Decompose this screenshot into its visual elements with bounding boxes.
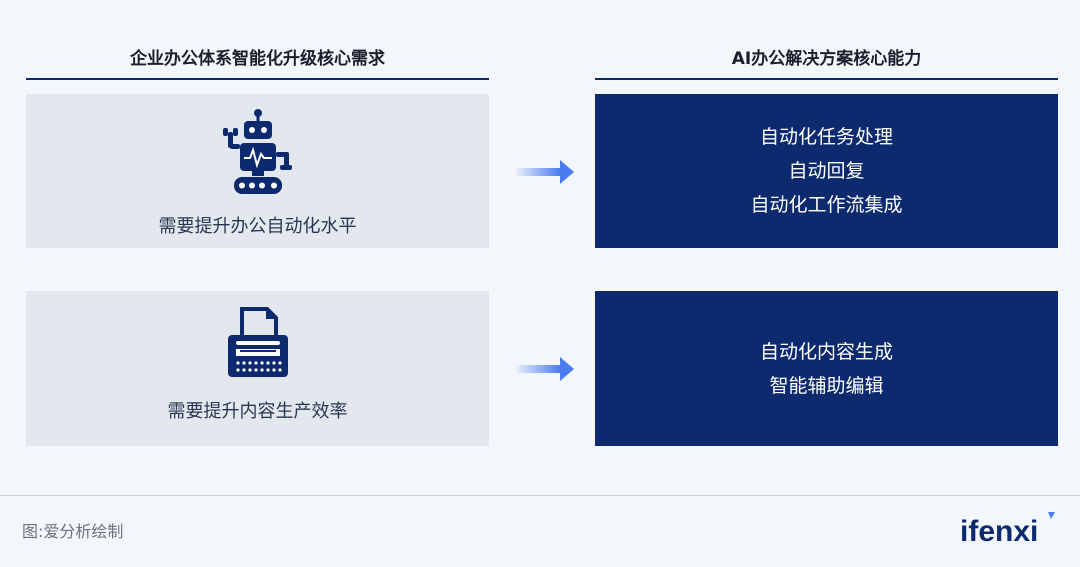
capabilities-column-header: AI办公解决方案核心能力: [595, 46, 1058, 80]
capability-box-automation: 自动化任务处理 自动回复 自动化工作流集成: [595, 94, 1058, 248]
need-label: 需要提升办公自动化水平: [158, 216, 357, 237]
capability-item: 自动化工作流集成: [750, 194, 903, 216]
logo-text: ifenxi: [960, 515, 1038, 548]
capability-box-content: 自动化内容生成 智能辅助编辑: [595, 291, 1058, 446]
need-box-automation: 需要提升办公自动化水平: [26, 94, 489, 248]
capability-item: 自动化内容生成: [759, 340, 893, 363]
capability-item: 自动化任务处理: [759, 126, 893, 148]
source-note: 图:爱分析绘制: [22, 522, 124, 541]
need-label: 需要提升内容生产效率: [167, 401, 348, 422]
right-arrow-icon: [516, 160, 574, 184]
right-arrow-icon: [516, 357, 574, 381]
capability-item: 自动回复: [788, 160, 865, 182]
footer-divider: [0, 495, 1080, 496]
need-box-content: 需要提升内容生产效率: [26, 291, 489, 446]
robot-icon: [222, 108, 294, 202]
typewriter-icon: [226, 305, 290, 383]
ifenxi-logo: ifenxi: [960, 512, 1055, 548]
capability-item: 智能辅助编辑: [769, 374, 884, 397]
needs-column-header: 企业办公体系智能化升级核心需求: [26, 46, 489, 80]
